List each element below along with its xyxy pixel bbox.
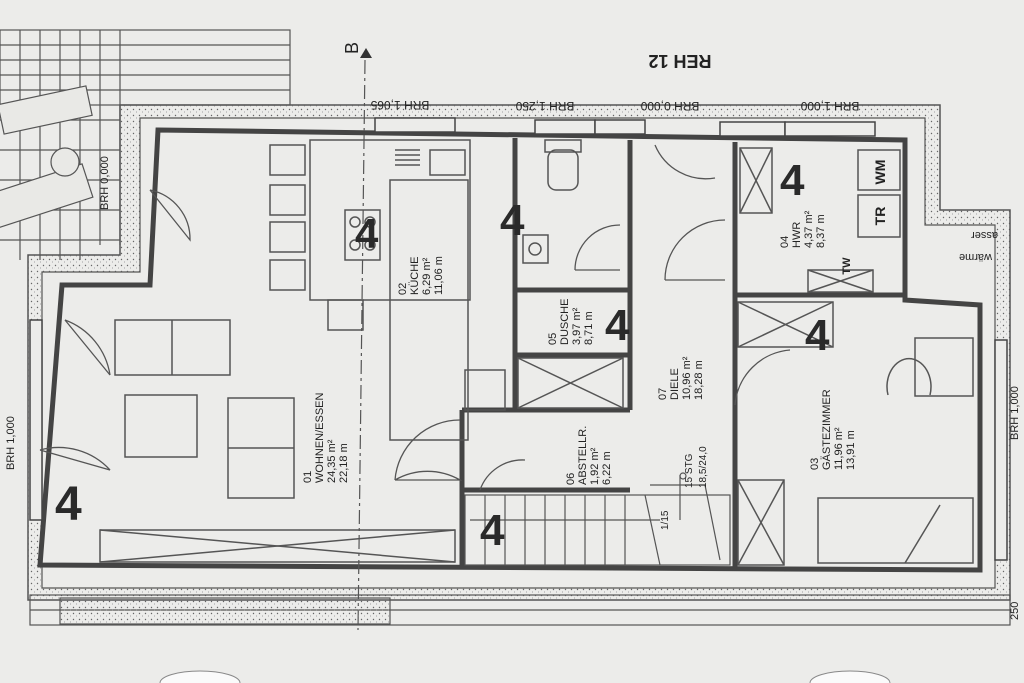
room-05-area: 3,97 m²	[571, 307, 583, 345]
floor-markers: 4 4 4 4 4 4 4	[55, 156, 830, 555]
section-line	[357, 59, 366, 631]
room-02-name: KÜCHE	[409, 256, 421, 295]
room-01-perimeter: 22,18 m	[338, 443, 350, 483]
room-04-area: 4,37 m²	[803, 210, 815, 248]
marker-6: 4	[780, 156, 805, 205]
washer-label: WM	[872, 160, 888, 185]
brh-right-1: BRH 1,000	[1009, 386, 1021, 440]
brh-label-3: BRH 0,000	[640, 99, 699, 113]
brh-label-2: BRH 1,250	[515, 99, 574, 113]
marker-4: 4	[605, 301, 630, 350]
room-03-num: 03	[809, 458, 821, 470]
windows	[29, 117, 1008, 561]
hwr-appliances	[739, 147, 901, 293]
room-01-area: 24,35 m²	[326, 439, 338, 483]
bath-fixtures	[517, 139, 624, 409]
room-04-name: HWR	[791, 222, 803, 248]
section-arrow-icon	[360, 48, 372, 58]
dryer-label: TR	[872, 207, 888, 226]
room-06-perimeter: 6,22 m	[601, 451, 613, 485]
tw-label: TW	[841, 257, 853, 275]
brh-left-1: BRH 0,000	[99, 156, 111, 210]
living-furniture	[99, 319, 456, 563]
room-label-05: 05 DUSCHE 3,97 m² 8,71 m	[547, 299, 595, 345]
room-05-perimeter: 8,71 m	[583, 311, 595, 345]
room-02-area: 6,29 m²	[421, 257, 433, 295]
stairs	[464, 472, 731, 566]
room-label-03: 03 GÄSTEZIMMER 11,96 m² 13,91 m	[809, 389, 857, 470]
room-02-perimeter: 11,06 m	[433, 256, 445, 295]
room-06-num: 06	[565, 473, 577, 485]
room-label-02: 02 KÜCHE 6,29 m² 11,06 m	[397, 256, 445, 295]
right-edge-text-1: wärme	[959, 251, 993, 263]
room-03-name: GÄSTEZIMMER	[821, 389, 833, 470]
room-01-name: WOHNEN/ESSEN	[314, 392, 326, 483]
room-04-perimeter: 8,37 m	[815, 214, 827, 248]
brh-right-2: 250	[1009, 602, 1021, 620]
doors	[39, 144, 791, 491]
marker-2: 4	[355, 210, 379, 257]
room-07-perimeter: 18,28 m	[693, 360, 705, 400]
room-label-01: 01 WOHNEN/ESSEN 24,35 m² 22,18 m	[302, 392, 350, 483]
brh-labels: BRH 1,065 BRH 1,250 BRH 0,000 BRH 1,000 …	[5, 98, 1021, 620]
guest-furniture	[737, 301, 974, 566]
stair-steps: 15 STG	[684, 453, 695, 488]
room-label-06: 06 ABSTELLR. 1,92 m² 6,22 m	[565, 426, 613, 485]
room-03-perimeter: 13,91 m	[845, 430, 857, 470]
room-07-area: 10,96 m²	[681, 356, 693, 400]
room-07-name: DIELE	[669, 368, 681, 400]
plan-title: REH 12	[648, 51, 711, 71]
room-05-num: 05	[547, 333, 559, 345]
binder-holes	[159, 670, 891, 683]
bar-stools	[269, 144, 306, 291]
bottom-terrace	[29, 594, 1011, 626]
room-06-name: ABSTELLR.	[577, 426, 589, 485]
brh-label-1: BRH 1,065	[370, 98, 429, 112]
room-01-num: 01	[302, 471, 314, 483]
stair-dims: 18,5/24,0	[698, 446, 709, 488]
section-marker: B	[342, 42, 362, 54]
room-02-num: 02	[397, 283, 409, 295]
room-03-area: 11,96 m²	[833, 427, 845, 470]
marker-1: 4	[55, 478, 82, 531]
marker-7: 4	[805, 311, 830, 360]
room-05-name: DUSCHE	[559, 299, 571, 345]
marker-5: 4	[480, 506, 505, 555]
room-04-num: 04	[779, 236, 791, 248]
marker-3: 4	[500, 196, 525, 245]
interior-walls	[37, 127, 983, 573]
room-label-04: 04 HWR 4,37 m² 8,37 m	[779, 210, 827, 248]
stair-ratio: 1/15	[660, 510, 671, 530]
brh-left-2: BRH 1,000	[5, 416, 17, 470]
room-06-area: 1,92 m²	[589, 447, 601, 485]
room-07-num: 07	[657, 388, 669, 400]
brh-label-4: BRH 1,000	[800, 99, 859, 113]
right-edge-text-2: asser	[971, 229, 998, 241]
kitchen-counter	[309, 139, 506, 441]
room-label-07: 07 DIELE 10,96 m² 18,28 m	[657, 356, 705, 400]
